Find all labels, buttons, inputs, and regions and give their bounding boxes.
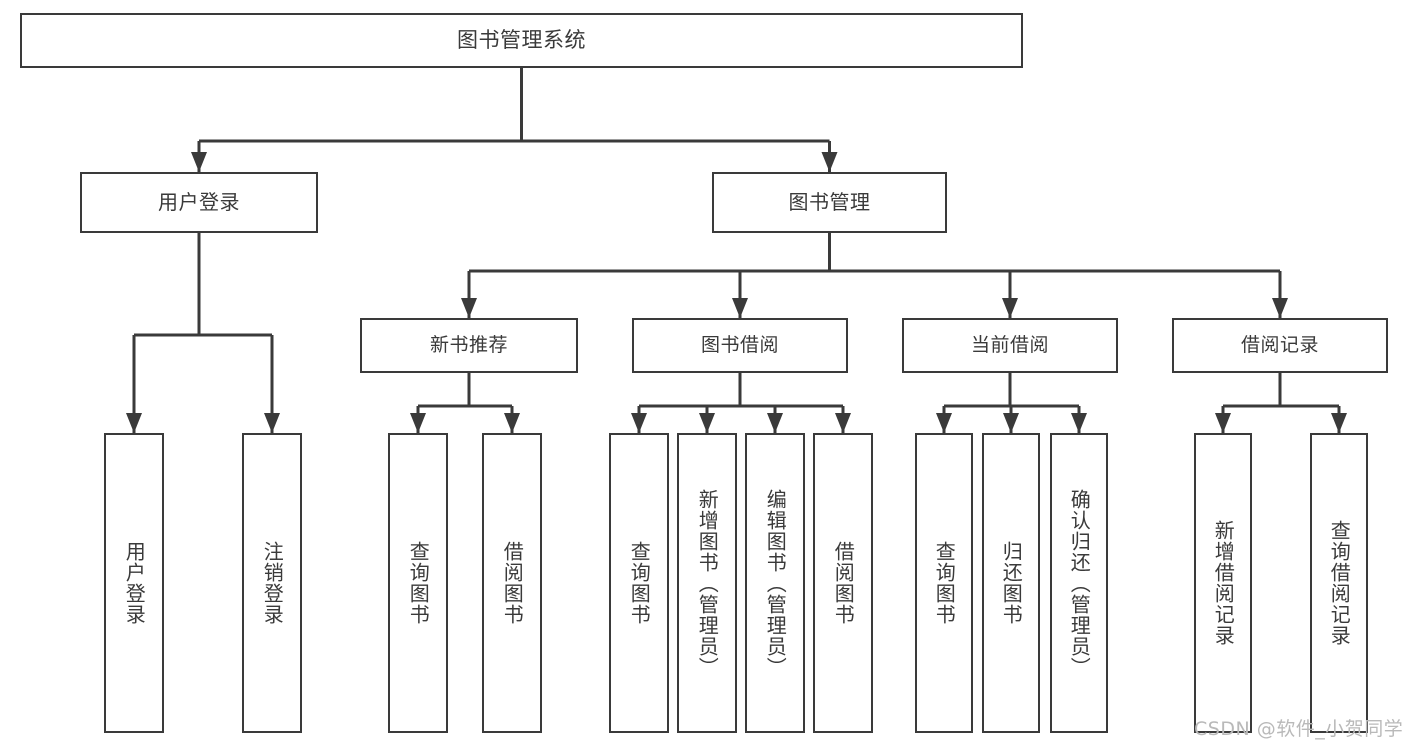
node-l-re-query[interactable]: 查询借阅记录 bbox=[1310, 433, 1368, 733]
node-label: 图书管理 bbox=[788, 190, 871, 215]
edge-current-to-leaves-arrowhead-2 bbox=[1071, 413, 1087, 433]
node-label: 借阅图书 bbox=[500, 541, 525, 625]
node-label: 查询借阅记录 bbox=[1327, 520, 1352, 646]
node-n-record[interactable]: 借阅记录 bbox=[1172, 318, 1388, 373]
node-label: 查询图书 bbox=[627, 541, 652, 625]
node-label: 确认归还（管理员） bbox=[1067, 488, 1092, 678]
node-label: 新书推荐 bbox=[429, 333, 508, 356]
edge-borrow-to-leaves-arrowhead-2 bbox=[767, 413, 783, 433]
node-n-borrow[interactable]: 图书借阅 bbox=[632, 318, 848, 373]
node-l-re-add[interactable]: 新增借阅记录 bbox=[1194, 433, 1252, 733]
edge-current-to-leaves-arrowhead-1 bbox=[1003, 413, 1019, 433]
edge-user-login-to-leaves-arrowhead-1 bbox=[264, 413, 280, 433]
node-n-current[interactable]: 当前借阅 bbox=[902, 318, 1118, 373]
node-label: 编辑图书（管理员） bbox=[763, 488, 788, 678]
edge-book-mgmt-to-level2-arrowhead-1 bbox=[732, 298, 748, 318]
node-label: 查询图书 bbox=[406, 541, 431, 625]
edge-borrow-to-leaves-arrowhead-1 bbox=[699, 413, 715, 433]
edge-book-mgmt-to-level2-arrowhead-2 bbox=[1002, 298, 1018, 318]
node-root[interactable]: 图书管理系统 bbox=[20, 13, 1023, 68]
edge-root-to-level1-arrowhead-1 bbox=[821, 152, 838, 172]
node-label: 用户登录 bbox=[122, 541, 147, 625]
node-label: 用户登录 bbox=[158, 190, 240, 215]
edge-borrow-to-leaves-arrowhead-3 bbox=[835, 413, 851, 433]
node-l-user-logout[interactable]: 注销登录 bbox=[242, 433, 302, 733]
node-label: 归还图书 bbox=[999, 541, 1024, 625]
node-l-cu-confirm[interactable]: 确认归还（管理员） bbox=[1050, 433, 1108, 733]
node-label: 注销登录 bbox=[260, 541, 285, 625]
edge-record-to-leaves-arrowhead-1 bbox=[1331, 413, 1347, 433]
watermark-text: CSDN @软件_小贺同学 bbox=[1194, 718, 1404, 740]
edge-book-mgmt-to-level2-arrowhead-3 bbox=[1272, 298, 1288, 318]
edge-new-book-to-leaves-arrowhead-0 bbox=[410, 413, 426, 433]
edge-book-mgmt-to-level2-arrowhead-0 bbox=[461, 298, 477, 318]
edge-current-to-leaves-arrowhead-0 bbox=[936, 413, 952, 433]
node-label: 图书借阅 bbox=[700, 333, 779, 356]
node-label: 借阅图书 bbox=[831, 541, 856, 625]
node-label: 图书管理系统 bbox=[457, 27, 586, 52]
node-l-nb-borrow[interactable]: 借阅图书 bbox=[482, 433, 542, 733]
node-label: 新增图书（管理员） bbox=[695, 488, 720, 678]
node-l-bo-edit[interactable]: 编辑图书（管理员） bbox=[745, 433, 805, 733]
edge-user-login-to-leaves-arrowhead-0 bbox=[126, 413, 142, 433]
node-l-cu-query[interactable]: 查询图书 bbox=[915, 433, 973, 733]
node-l-bo-add[interactable]: 新增图书（管理员） bbox=[677, 433, 737, 733]
node-l-cu-return[interactable]: 归还图书 bbox=[982, 433, 1040, 733]
edge-new-book-to-leaves-arrowhead-1 bbox=[504, 413, 520, 433]
edge-record-to-leaves-arrowhead-0 bbox=[1215, 413, 1231, 433]
node-l-nb-query[interactable]: 查询图书 bbox=[388, 433, 448, 733]
node-n-book-mgmt[interactable]: 图书管理 bbox=[712, 172, 947, 233]
edge-borrow-to-leaves-arrowhead-0 bbox=[631, 413, 647, 433]
node-l-user-login[interactable]: 用户登录 bbox=[104, 433, 164, 733]
node-l-bo-query[interactable]: 查询图书 bbox=[609, 433, 669, 733]
node-label: 查询图书 bbox=[932, 541, 957, 625]
node-label: 借阅记录 bbox=[1240, 333, 1319, 356]
node-n-user-login[interactable]: 用户登录 bbox=[80, 172, 318, 233]
node-label: 新增借阅记录 bbox=[1211, 520, 1236, 646]
node-l-bo-borrow[interactable]: 借阅图书 bbox=[813, 433, 873, 733]
node-label: 当前借阅 bbox=[970, 333, 1049, 356]
node-n-new-book[interactable]: 新书推荐 bbox=[360, 318, 578, 373]
edge-root-to-level1-arrowhead-0 bbox=[191, 152, 207, 172]
